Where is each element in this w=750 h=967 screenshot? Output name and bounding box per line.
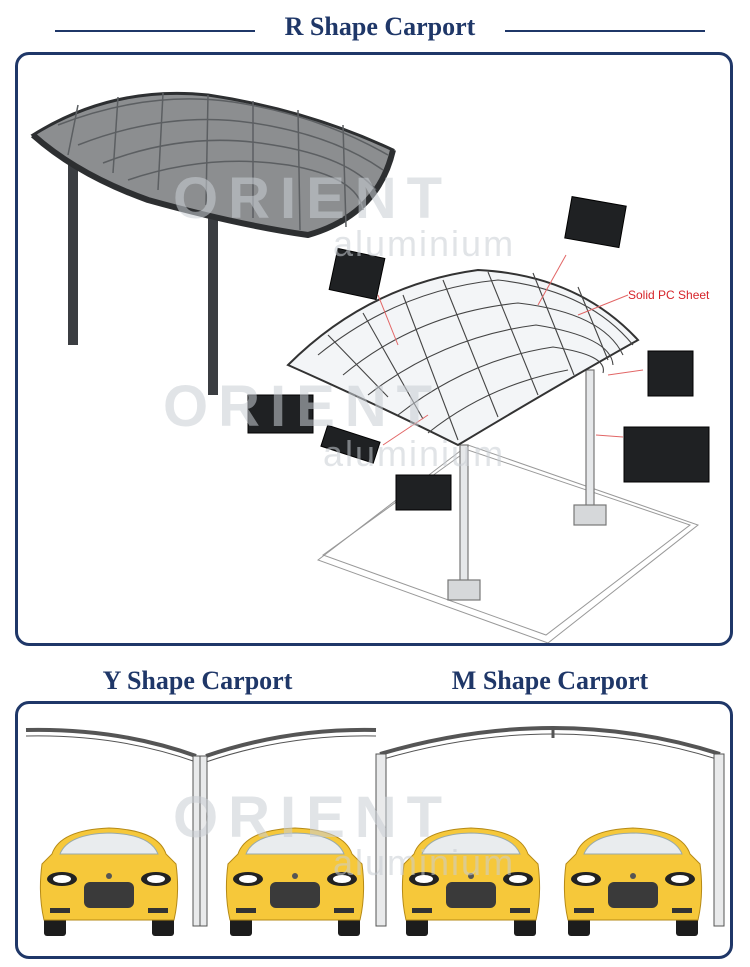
car-1 [39,827,179,936]
m-shape-title: M Shape Carport [451,666,649,695]
m-shape-frame [375,725,725,927]
y-m-shape-illustration [25,725,725,936]
profile-parts [247,196,710,511]
r-carport-wireframe [286,268,700,643]
y-shape-frame [25,727,377,927]
r-shape-panel: Solid PC Sheet ORIENT aluminium ORIENT a… [15,52,733,646]
car-4 [563,827,703,936]
title-rule-left [55,30,255,32]
r-shape-title: R Shape Carport [284,12,476,41]
cars [39,827,703,936]
solid-pc-sheet-callout: Solid PC Sheet [628,288,710,302]
y-m-shape-panel: ORIENT aluminium [15,701,733,959]
car-3 [401,827,541,936]
callout-lines [377,254,644,446]
car-2 [225,827,365,936]
title-rule-right [505,30,705,32]
y-shape-title: Y Shape Carport [102,666,293,695]
r-shape-illustration: Solid PC Sheet [30,91,710,643]
r-carport-render [30,91,396,395]
